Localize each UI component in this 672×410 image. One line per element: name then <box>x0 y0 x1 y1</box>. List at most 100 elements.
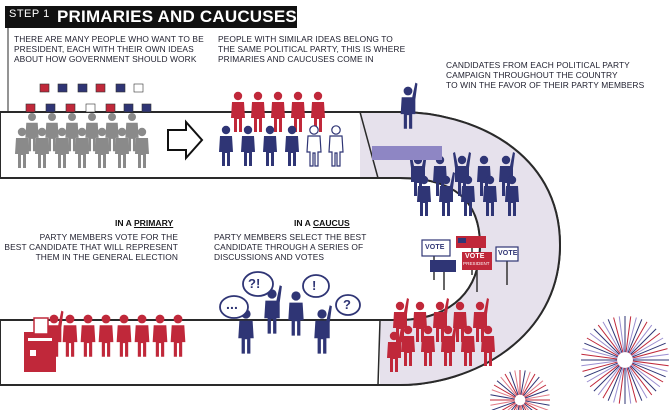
red-party-figure <box>251 91 265 132</box>
firework-ray <box>629 324 653 355</box>
red-party-figure <box>291 91 305 132</box>
primary-voter-figure <box>116 314 132 357</box>
firework-ray <box>509 371 519 396</box>
intro-text-line-1: THERE ARE MANY PEOPLE WHO WANT TO BE <box>14 34 204 44</box>
firework-ray <box>496 380 517 397</box>
primary-text-line-1: PARTY MEMBERS VOTE FOR THE <box>39 232 178 242</box>
candidate-figure <box>45 113 59 152</box>
supporter-figure <box>505 175 519 216</box>
independent-figure <box>328 125 344 167</box>
bubble-dots: ... <box>226 296 238 312</box>
firework-ray <box>523 376 540 397</box>
vote-sign-1 <box>421 239 451 257</box>
podium-candidate-figure <box>400 82 418 129</box>
idea-bubble <box>45 103 56 113</box>
bubble-interrobang: ?! <box>248 276 261 291</box>
candidate-figure <box>55 127 69 168</box>
firework-ray <box>500 376 517 397</box>
firework-ray <box>630 332 661 356</box>
firework-ray <box>524 402 539 410</box>
fireworks-decoration <box>490 316 669 410</box>
vote-sign-3-label: VOTE <box>498 250 518 257</box>
candidate-figure <box>95 127 109 168</box>
supporter-figure <box>433 298 449 342</box>
supporter-figure <box>387 328 403 372</box>
caucus-text-line-2: CANDIDATE THROUGH A SERIES OF <box>214 242 364 252</box>
president-label: PRESIDENT <box>463 261 490 266</box>
firework-ray <box>631 337 664 357</box>
firework-ray <box>525 394 550 400</box>
supporter-figure <box>461 175 475 216</box>
firework-ray <box>520 405 523 410</box>
firework-ray <box>491 401 516 410</box>
firework-ray <box>514 370 520 395</box>
supporter-figure <box>417 175 431 216</box>
red-party-figure <box>271 91 285 132</box>
idea-bubble <box>25 103 36 113</box>
firework-ray <box>586 363 619 383</box>
idea-bubble <box>95 83 106 93</box>
supporter-figure <box>453 152 471 196</box>
firework-ray <box>607 319 623 353</box>
stars-sign <box>430 260 456 272</box>
supporter-figure <box>441 322 457 366</box>
firework-ray <box>517 405 520 410</box>
firework-ray <box>510 403 517 410</box>
firework-ray <box>589 332 620 356</box>
primary-voter-figure <box>62 314 78 357</box>
title-bar <box>5 6 297 28</box>
campaign-text-line-1: CANDIDATES FROM EACH POLITICAL PARTY <box>446 60 630 70</box>
firework-ray <box>626 317 637 353</box>
firework-ray <box>597 365 621 396</box>
supporter-figure <box>393 298 409 342</box>
firework-ray <box>515 404 519 410</box>
firework-ray <box>491 389 516 399</box>
intro-text-line-2: PRESIDENT, EACH WITH THEIR OWN IDEAS <box>14 44 194 54</box>
firework-ray <box>523 403 533 410</box>
idea-bubble <box>133 83 144 93</box>
primary-voter-figure <box>170 314 186 357</box>
candidate-figure <box>135 127 149 168</box>
primary-heading-word: PRIMARY <box>133 218 174 228</box>
firework-ray <box>607 367 623 401</box>
intro-text-line-3: ABOUT HOW GOVERNMENT SHOULD WORK <box>14 54 197 64</box>
firework-ray <box>632 361 668 372</box>
supporter-figure <box>421 325 435 366</box>
primary-heading: IN A PRIMARY <box>115 218 173 228</box>
firework-ray <box>522 373 536 396</box>
candidate-figure <box>25 113 39 152</box>
firework-ray <box>523 380 544 397</box>
supporter-figure <box>483 175 497 216</box>
page-title: PRIMARIES AND CAUCUSES <box>57 7 297 26</box>
supporter-figure <box>481 325 495 366</box>
firework-ray <box>618 316 625 353</box>
party-text-line-3: PRIMARIES AND CAUCUSES COME IN <box>218 54 374 64</box>
firework-ray <box>584 362 618 378</box>
firework-ray <box>593 365 620 392</box>
vote-president-sign <box>462 252 492 270</box>
podium <box>372 146 442 160</box>
idea-bubble <box>57 83 68 93</box>
firework-ray <box>629 365 653 396</box>
idea-bubble <box>115 83 126 93</box>
firework-ray <box>632 348 668 359</box>
firework-ray <box>630 365 657 392</box>
firework-ray <box>625 367 632 404</box>
blue-party-figure <box>285 125 299 166</box>
firework-ray <box>628 366 648 399</box>
red-party-figure <box>311 91 325 132</box>
firework-ray <box>493 384 516 398</box>
supporter-figure <box>401 325 415 366</box>
primary-heading-prefix: IN A <box>115 218 134 228</box>
firework-ray <box>581 360 618 367</box>
caucus-heading-word: CAUCUS <box>312 218 350 228</box>
idea-bubble <box>105 103 116 113</box>
primary-voter-figure <box>152 314 168 357</box>
ballot-box-icon <box>24 317 56 372</box>
firework-ray <box>582 361 618 372</box>
caucus-member-figure <box>288 291 304 336</box>
firework-ray <box>521 371 531 396</box>
firework-ray <box>628 321 648 354</box>
candidate-figure <box>15 127 29 168</box>
